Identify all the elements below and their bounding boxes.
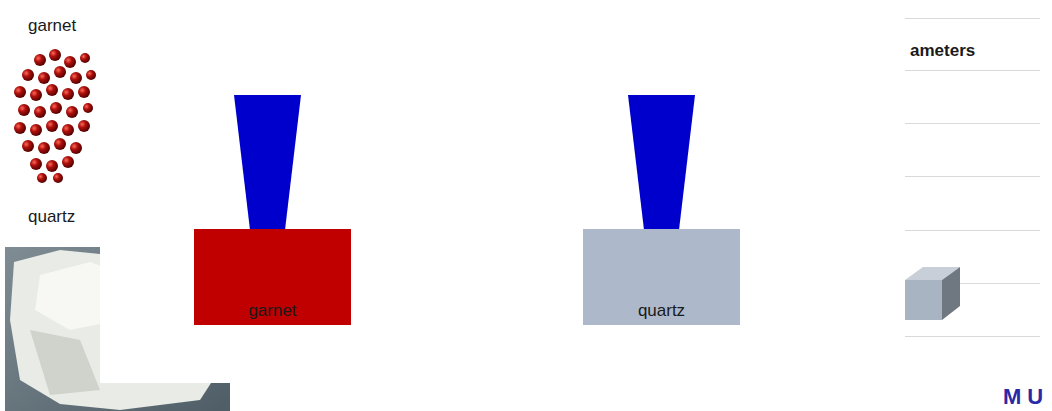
indenter — [628, 95, 695, 230]
indenter — [234, 95, 301, 230]
sample-box: quartz — [583, 229, 740, 325]
heading-fragment: ameters — [910, 41, 975, 61]
box-label: quartz — [638, 301, 685, 321]
photo-label: garnet — [28, 16, 76, 36]
garnet-photo — [12, 45, 98, 185]
sample-box: garnet — [194, 229, 351, 325]
logo-text: MU — [1003, 384, 1049, 410]
box-label: garnet — [248, 301, 296, 321]
overlay-panel — [100, 0, 905, 383]
block-3d — [905, 267, 960, 320]
table-lines — [905, 19, 1040, 337]
photo-label: quartz — [28, 207, 75, 227]
